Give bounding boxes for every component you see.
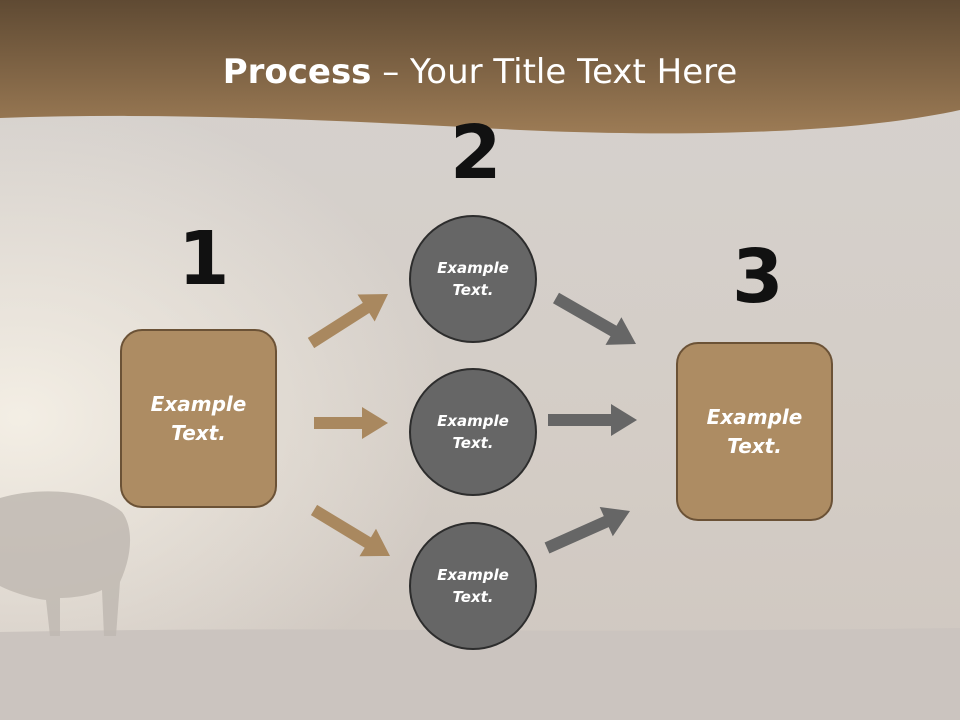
arrow-bottom-to-3 <box>544 507 630 554</box>
circle-bottom: Example Text. <box>409 522 537 650</box>
step-number-3: 3 <box>732 234 784 320</box>
circle-top: Example Text. <box>409 215 537 343</box>
arrow-1-to-middle <box>314 407 388 439</box>
arrow-1-to-top <box>307 294 388 349</box>
title-bold: Process <box>222 52 372 92</box>
arrow-1-to-bottom <box>310 504 390 557</box>
arrow-top-to-3 <box>553 292 636 345</box>
step-number-2: 2 <box>450 110 502 196</box>
step-1-box: Example Text. <box>120 329 277 508</box>
step-3-box: Example Text. <box>676 342 833 521</box>
page-title: Process – Your Title Text Here <box>0 52 960 92</box>
title-rest: – Your Title Text Here <box>371 52 738 92</box>
step-number-1: 1 <box>178 216 230 302</box>
circle-middle: Example Text. <box>409 368 537 496</box>
arrow-middle-to-3 <box>548 404 637 436</box>
